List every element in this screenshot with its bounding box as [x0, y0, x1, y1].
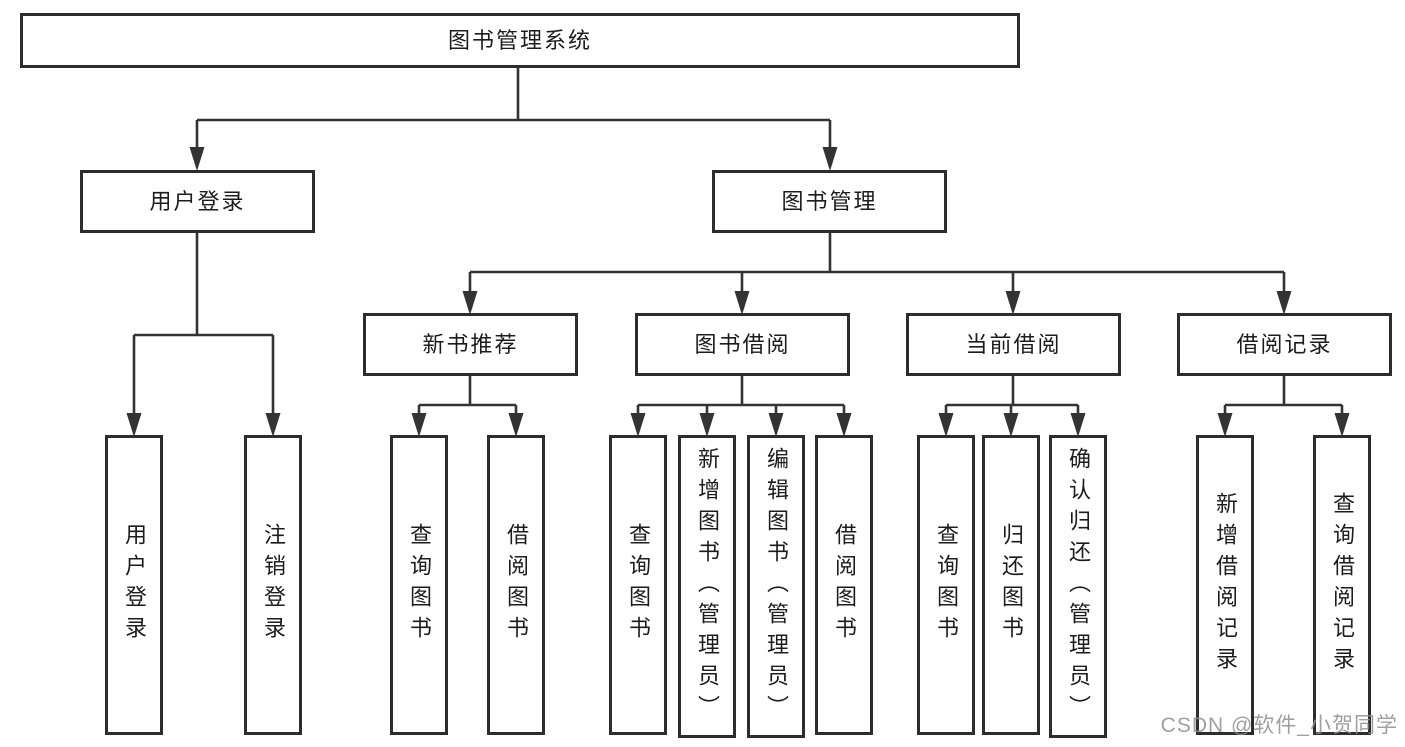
node-label: 图书管理系统 — [447, 27, 592, 53]
node-label: 确认归还（管理员） — [1066, 447, 1091, 726]
node-leaf-add-borrow-record: 新增借阅记录 — [1196, 435, 1254, 735]
node-label: 图书管理 — [781, 188, 878, 214]
node-label: 注销登录 — [261, 523, 286, 647]
node-label: 图书借阅 — [694, 331, 791, 357]
node-label: 当前借阅 — [965, 331, 1062, 357]
node-label: 新增借阅记录 — [1213, 492, 1238, 678]
node-label: 归还图书 — [999, 523, 1024, 647]
node-label: 借阅记录 — [1236, 331, 1333, 357]
node-leaf-confirm-return-admin: 确认归还（管理员） — [1049, 435, 1107, 738]
node-current-borrowing: 当前借阅 — [906, 313, 1121, 376]
node-leaf-query-borrow-record: 查询借阅记录 — [1313, 435, 1371, 735]
node-leaf-edit-books-admin: 编辑图书（管理员） — [747, 435, 805, 738]
node-label: 查询图书 — [407, 523, 432, 647]
node-library-management-system: 图书管理系统 — [20, 13, 1020, 68]
node-label: 新书推荐 — [422, 331, 519, 357]
node-leaf-query-books-current: 查询图书 — [917, 435, 975, 735]
node-label: 查询借阅记录 — [1330, 492, 1355, 678]
node-leaf-add-books-admin: 新增图书（管理员） — [678, 435, 736, 738]
node-label: 编辑图书（管理员） — [764, 447, 789, 726]
node-leaf-logout: 注销登录 — [244, 435, 302, 735]
node-leaf-borrow-books: 借阅图书 — [815, 435, 873, 735]
node-leaf-query-books-recommend: 查询图书 — [390, 435, 448, 735]
node-leaf-return-books: 归还图书 — [982, 435, 1040, 735]
tree-edges — [132, 68, 1344, 413]
node-book-management: 图书管理 — [712, 170, 947, 233]
node-leaf-user-login: 用户登录 — [105, 435, 163, 735]
node-user-login: 用户登录 — [80, 170, 315, 233]
arrowheads — [126, 147, 1350, 437]
node-leaf-borrow-books-recommend: 借阅图书 — [487, 435, 545, 735]
node-label: 新增图书（管理员） — [695, 447, 720, 726]
node-book-borrowing: 图书借阅 — [635, 313, 850, 376]
node-label: 查询图书 — [626, 523, 651, 647]
node-label: 用户登录 — [122, 523, 147, 647]
csdn-watermark: CSDN @软件_小贺同学 — [1160, 714, 1398, 737]
node-new-book-recommend: 新书推荐 — [363, 313, 578, 376]
node-label: 用户登录 — [149, 188, 246, 214]
node-borrowing-records: 借阅记录 — [1177, 313, 1392, 376]
node-leaf-query-books-borrowing: 查询图书 — [609, 435, 667, 735]
node-label: 借阅图书 — [832, 523, 857, 647]
node-label: 查询图书 — [934, 523, 959, 647]
node-label: 借阅图书 — [504, 523, 529, 647]
